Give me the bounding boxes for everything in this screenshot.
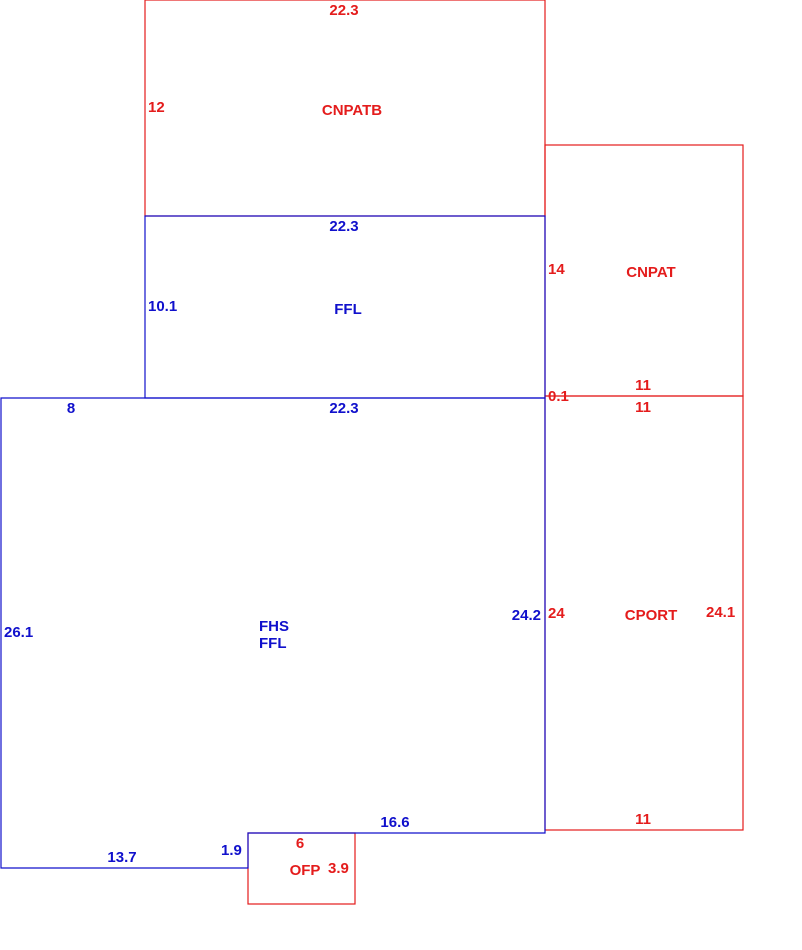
area-cnpatb-top-dimension: 22.3	[329, 2, 358, 19]
area-ofp: OFP 6 3.9	[247, 832, 356, 905]
area-fhs-top-dimension: 22.3	[329, 400, 358, 417]
area-fhs: FHS FFL 8 22.3 26.1 24.2 13.7 1.9 16.6	[0, 397, 546, 869]
area-cnpat-code: CNPAT	[626, 264, 675, 281]
area-cport-left-dimension: 24	[548, 605, 565, 622]
area-cport-top-dimension: 11	[635, 399, 651, 416]
area-ofp-top-dimension: 6	[296, 835, 304, 852]
area-fhs-step-dimension: 1.9	[221, 842, 242, 859]
area-fhs-code-line2: FFL	[259, 635, 287, 652]
area-fhs-code-line1: FHS	[259, 618, 289, 635]
area-cnpat-bottom-dimension: 11	[635, 377, 651, 394]
area-ffl-upper-top-dimension: 22.3	[329, 218, 358, 235]
area-fhs-left-dimension: 26.1	[4, 624, 33, 641]
area-ffl-upper-code: FFL	[334, 301, 362, 318]
area-cport-right-dimension: 24.1	[706, 604, 735, 621]
area-cnpatb-code: CNPATB	[322, 102, 382, 119]
area-fhs-top-left-dimension: 8	[67, 400, 75, 417]
area-cnpat: CNPAT 14 11 0.1	[544, 144, 744, 405]
area-fhs-bottom-right-dimension: 16.6	[380, 814, 409, 831]
area-cnpatb: CNPATB 22.3 12	[144, 0, 546, 217]
area-cnpatb-left-dimension: 12	[148, 99, 165, 116]
area-ffl-upper: FFL 22.3 10.1	[144, 215, 546, 399]
area-cnpat-left-dimension: 14	[548, 261, 565, 278]
area-cport-code: CPORT	[625, 607, 678, 624]
area-fhs-outline	[0, 397, 546, 869]
area-ofp-right-dimension: 3.9	[328, 860, 349, 877]
area-cport: CPORT 11 24 24.1 11	[544, 395, 744, 831]
area-ofp-code: OFP	[290, 862, 321, 879]
area-fhs-right-dimension: 24.2	[512, 607, 541, 624]
area-fhs-bottom-left-dimension: 13.7	[107, 849, 136, 866]
area-ffl-upper-left-dimension: 10.1	[148, 298, 177, 315]
area-cport-bottom-dimension: 11	[635, 811, 651, 828]
